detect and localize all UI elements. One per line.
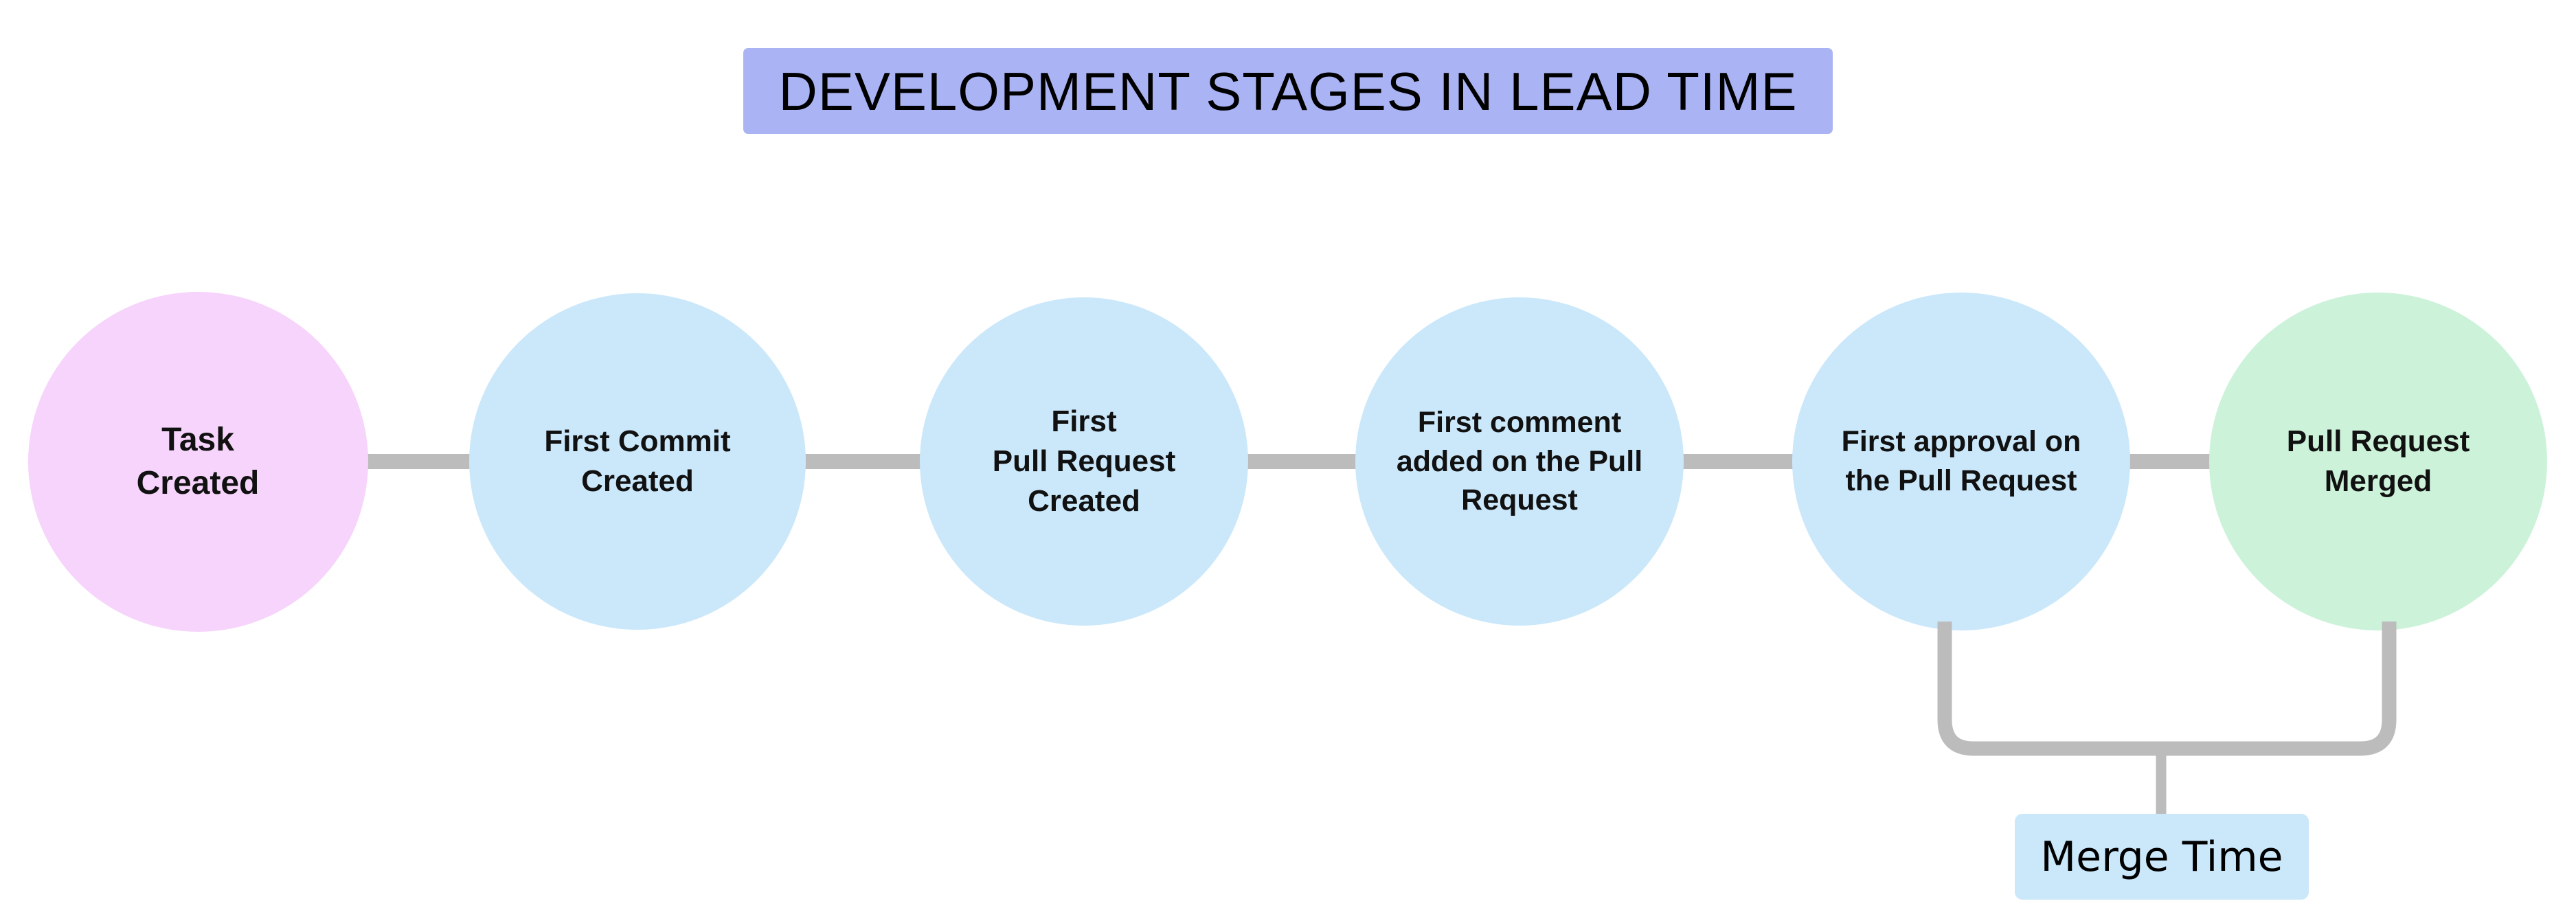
connector-bar-3 (1245, 454, 1358, 469)
stage-label-pull-request-merged: Pull Request Merged (2286, 424, 2470, 498)
merge-time-label: Merge Time (2040, 832, 2283, 881)
stage-label-task-created: Task Created (136, 421, 260, 501)
stage-node-pull-request-merged[interactable]: Pull Request Merged (2209, 293, 2547, 630)
stage-node-first-commit-created[interactable]: First Commit Created (469, 293, 806, 630)
merge-time-badge[interactable]: Merge Time (2015, 814, 2309, 900)
stage-label-first-comment-on-pull-request: First comment added on the Pull Request (1396, 405, 1643, 517)
connector-bar-5 (2127, 454, 2213, 469)
stage-label-first-commit-created: First Commit Created (544, 424, 731, 498)
connector-bar-4 (1680, 454, 1796, 469)
stage-label-first-pull-request-created: First Pull Request Created (992, 404, 1176, 519)
stage-node-first-pull-request-created[interactable]: First Pull Request Created (920, 297, 1248, 626)
stage-node-first-approval-on-pull-request[interactable]: First approval on the Pull Request (1792, 293, 2130, 630)
connector-bar-2 (802, 454, 923, 469)
stage-node-first-comment-on-pull-request[interactable]: First comment added on the Pull Request (1355, 297, 1684, 626)
stage-label-first-approval-on-pull-request: First approval on the Pull Request (1841, 425, 2081, 497)
connector-bar-1 (363, 454, 473, 469)
stage-node-task-created[interactable]: Task Created (27, 291, 368, 632)
diagram-title-banner: DEVELOPMENT STAGES IN LEAD TIME (743, 48, 1833, 134)
page-title: DEVELOPMENT STAGES IN LEAD TIME (778, 60, 1798, 122)
